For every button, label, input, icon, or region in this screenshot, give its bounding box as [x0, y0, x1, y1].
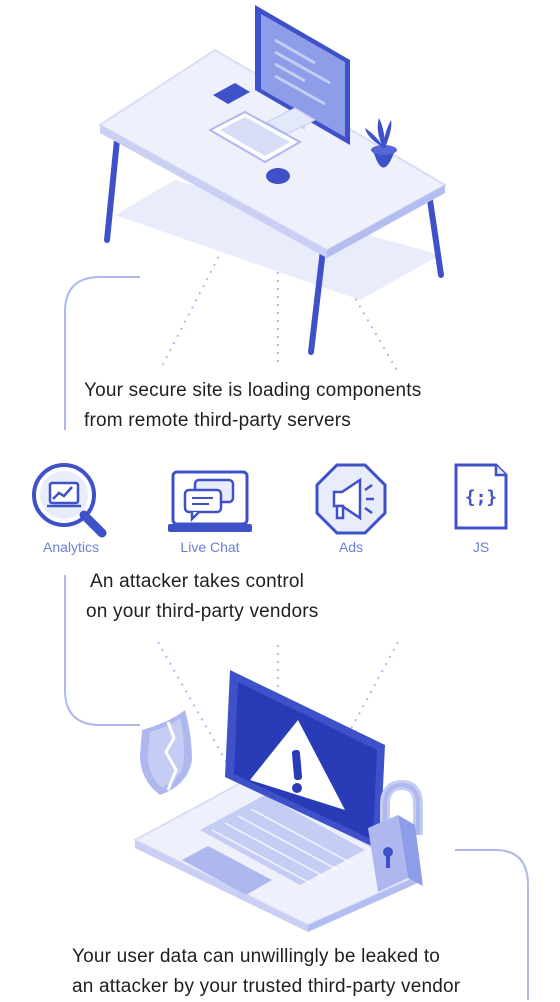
keyboard	[207, 110, 303, 164]
step2-line1: An attacker takes control	[90, 571, 305, 592]
laptop-trackpad	[182, 846, 272, 895]
vendor-label: Ads	[338, 539, 364, 555]
broken-shield-icon	[140, 710, 192, 795]
step2-text: An attacker takes control on your third-…	[86, 567, 318, 627]
mouse	[266, 168, 290, 184]
step1-line2: from remote third-party servers	[84, 410, 351, 431]
open-padlock-icon	[368, 779, 423, 892]
compromised-laptop-illustration	[132, 670, 423, 932]
step2-line2: on your third-party vendors	[86, 601, 319, 622]
desk-illustration	[98, 5, 448, 355]
monitor	[255, 5, 350, 145]
desk-leg	[427, 197, 444, 278]
vendor-label: Analytics	[42, 539, 100, 555]
step1-line1: Your secure site is loading components	[84, 380, 422, 401]
step3-line1: Your user data can unwillingly be leaked…	[72, 946, 441, 967]
vendor-js: {;} JS	[436, 460, 526, 560]
desk-shelf	[115, 180, 440, 300]
step3-line2: an attacker by your trusted third-party …	[72, 976, 461, 997]
vendor-label: Live Chat	[180, 539, 240, 555]
ads-megaphone-icon	[315, 463, 387, 535]
desk-leg	[308, 247, 326, 355]
vendor-analytics: Analytics	[26, 460, 116, 560]
js-file-icon: {;}	[454, 463, 508, 530]
vendor-live-chat: Live Chat	[165, 460, 255, 560]
warning-icon	[250, 720, 345, 810]
vendor-ads: Ads	[306, 460, 396, 560]
live-chat-laptop-icon	[168, 470, 252, 532]
svg-text:{;}: {;}	[465, 487, 498, 508]
plant	[365, 118, 397, 168]
vendor-label: JS	[472, 539, 490, 555]
phone	[213, 83, 250, 104]
analytics-magnifier-icon	[32, 463, 107, 538]
desk-leg	[104, 137, 120, 243]
step1-text: Your secure site is loading components f…	[84, 376, 421, 436]
step3-text: Your user data can unwillingly be leaked…	[72, 942, 460, 1002]
